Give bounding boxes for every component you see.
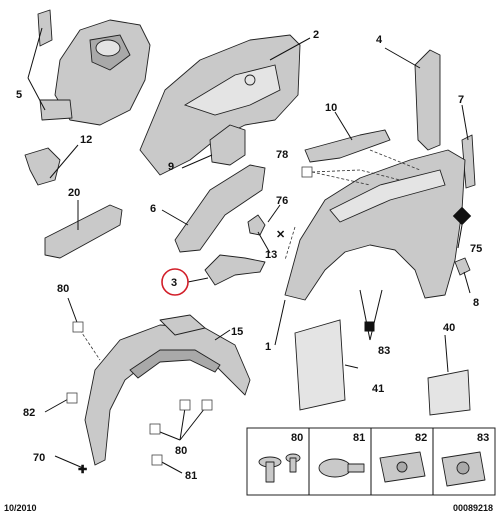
part-10-rail bbox=[304, 129, 391, 163]
fastener-legend: 80 81 82 83 bbox=[246, 427, 496, 496]
part-labels: 5 12 20 2 4 10 7 9 78 6 76 13 3 75 8 80 … bbox=[16, 29, 482, 482]
label-15: 15 bbox=[231, 326, 243, 338]
label-20: 20 bbox=[68, 187, 80, 199]
footer-reference: 00089218 bbox=[452, 503, 493, 513]
fastener-80c-square bbox=[201, 399, 213, 411]
fastener-80d-square bbox=[149, 423, 161, 435]
cross-70-icon: ✚ bbox=[78, 464, 87, 476]
label-9: 9 bbox=[168, 161, 174, 173]
label-70: 70 bbox=[33, 452, 45, 464]
label-6: 6 bbox=[150, 203, 156, 215]
nut-83-icon bbox=[441, 451, 486, 487]
label-1: 1 bbox=[265, 341, 271, 353]
part-40-pad bbox=[427, 369, 471, 416]
label-4: 4 bbox=[376, 34, 383, 46]
label-10: 10 bbox=[325, 102, 337, 114]
legend-label-80: 80 bbox=[291, 432, 303, 444]
label-83: 83 bbox=[378, 345, 390, 357]
label-8: 8 bbox=[473, 297, 479, 309]
nut-82-icon bbox=[379, 451, 426, 483]
label-3: 3 bbox=[171, 277, 177, 289]
legend-label-82: 82 bbox=[415, 432, 427, 444]
part-3-bracket bbox=[204, 254, 266, 286]
label-78: 78 bbox=[276, 149, 288, 161]
label-76: 76 bbox=[276, 195, 288, 207]
fastener-75-marker bbox=[452, 206, 472, 226]
part-2-inner-panel bbox=[139, 34, 301, 176]
fastener-80-square bbox=[72, 321, 84, 333]
label-80-bottom: 80 bbox=[175, 445, 187, 457]
part-5-wheelhouse-upper bbox=[37, 9, 151, 126]
label-7: 7 bbox=[458, 94, 464, 106]
fastener-81-square bbox=[151, 454, 163, 466]
part-15-arch-liner bbox=[84, 314, 251, 466]
label-2: 2 bbox=[313, 29, 319, 41]
leader-lines bbox=[27, 27, 471, 474]
label-75: 75 bbox=[470, 243, 482, 255]
fastener-83-marker bbox=[364, 321, 375, 332]
fastener-markers: ✕ ✚ bbox=[66, 166, 472, 476]
footer-date: 10/2010 bbox=[4, 503, 37, 513]
fastener-82-square bbox=[66, 392, 78, 404]
part-1-fender bbox=[284, 149, 466, 301]
part-20-beam bbox=[44, 204, 123, 259]
label-81: 81 bbox=[185, 470, 197, 482]
label-82: 82 bbox=[23, 407, 35, 419]
clip-80-icon bbox=[258, 453, 301, 483]
label-5: 5 bbox=[16, 89, 22, 101]
legend-label-83: 83 bbox=[477, 432, 489, 444]
cross-76-icon: ✕ bbox=[276, 229, 285, 241]
part-6-side-member bbox=[174, 164, 266, 253]
highlight-circle bbox=[161, 268, 189, 296]
part-8-clip bbox=[454, 257, 471, 276]
label-13: 13 bbox=[265, 249, 277, 261]
label-41: 41 bbox=[372, 383, 384, 395]
legend-label-81: 81 bbox=[353, 432, 365, 444]
rivet-81-icon bbox=[318, 458, 365, 478]
label-80-top: 80 bbox=[57, 283, 69, 295]
part-41-pad bbox=[294, 319, 346, 411]
label-40: 40 bbox=[443, 322, 455, 334]
fastener-78-square bbox=[301, 166, 313, 178]
part-9-support bbox=[209, 124, 246, 166]
part-4-strip bbox=[414, 49, 441, 151]
part-12-bracket bbox=[24, 147, 61, 186]
part-13-bracket bbox=[247, 214, 266, 236]
fastener-80b-square bbox=[179, 399, 191, 411]
label-12: 12 bbox=[80, 134, 92, 146]
